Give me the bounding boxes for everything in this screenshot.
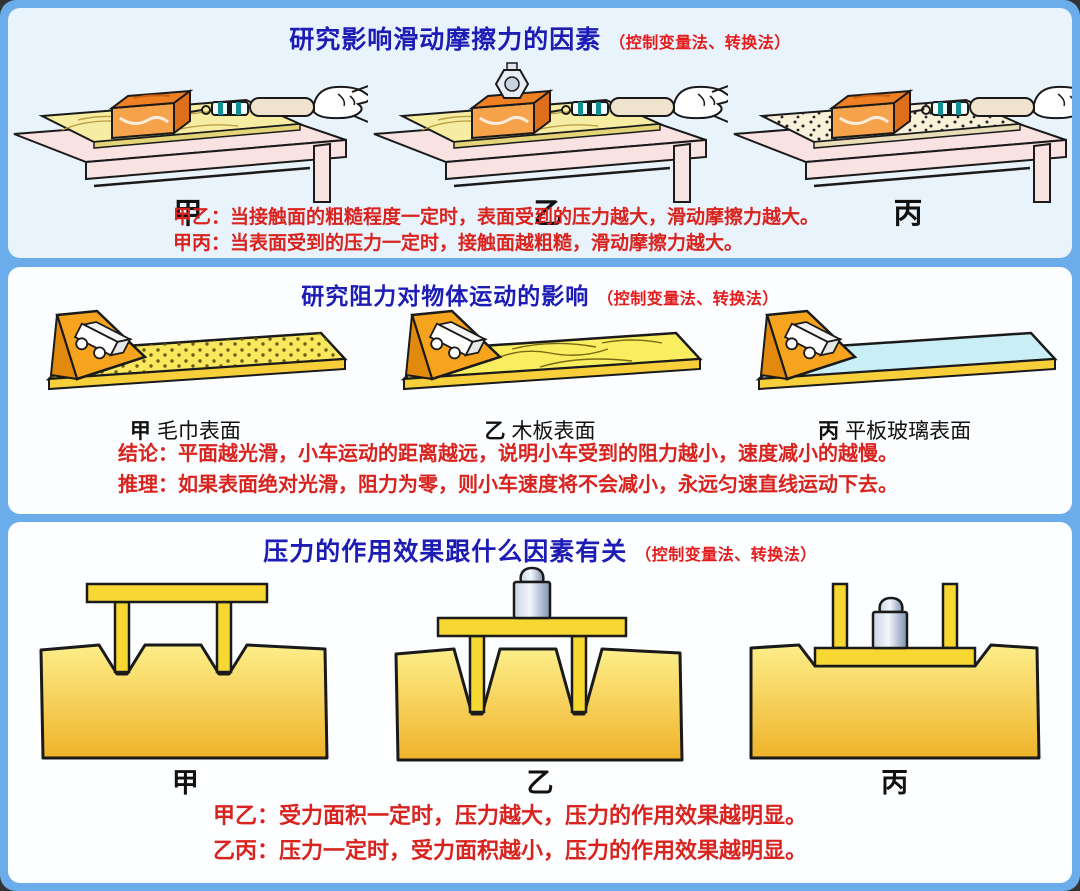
weight-icon xyxy=(512,566,552,620)
panel-inertia-title: 研究阻力对物体运动的影响 xyxy=(301,283,590,309)
friction-conclusion-line2: 甲丙：当表面受到的压力一定时，接触面越粗糙，滑动摩擦力越大。 xyxy=(173,233,744,254)
panel-inertia: 研究阻力对物体运动的影响 （控制变量法、转换法） xyxy=(8,267,1072,514)
inertia-bing-surface: 平板玻璃表面 xyxy=(845,419,972,443)
inertia-figures-row: 甲毛巾表面 xyxy=(8,303,1072,443)
foam-block xyxy=(749,643,1041,760)
friction-bing-illustration xyxy=(733,85,1072,203)
friction-bing-label: 丙 xyxy=(893,198,923,230)
pressure-yi-illustration xyxy=(394,566,684,762)
pressure-figure-jia: 甲 xyxy=(8,558,363,798)
inertia-jia-label: 甲毛巾表面 xyxy=(8,415,363,445)
inertia-yi-label: 乙木板表面 xyxy=(363,415,718,445)
inertia-bing-label: 丙平板玻璃表面 xyxy=(717,415,1072,445)
pressure-conclusion-line1: 甲乙：受力面积一定时，压力越大，压力的作用效果越明显。 xyxy=(213,803,808,828)
wood-block-icon xyxy=(108,89,194,140)
pressure-figures-row: 甲 乙 xyxy=(8,558,1072,798)
hand-icon xyxy=(1033,85,1072,120)
friction-yi-label: 乙 xyxy=(533,198,563,230)
spring-scale-icon xyxy=(549,97,675,117)
panel-inertia-title-row: 研究阻力对物体运动的影响 （控制变量法、转换法） xyxy=(8,277,1072,311)
small-table-icon xyxy=(86,582,269,674)
panel-friction-title: 研究影响滑动摩擦力的因素 xyxy=(289,26,602,54)
inertia-figure-bing: 丙平板玻璃表面 xyxy=(717,303,1072,443)
wood-block-icon xyxy=(828,89,914,140)
friction-jia-illustration xyxy=(13,85,368,203)
inertia-inference-line: 推理：如果表面绝对光滑，阻力为零，则小车速度将不会减小，永远匀速直线运动下去。 xyxy=(118,474,898,496)
cart-icon xyxy=(74,321,134,360)
track-deck-icon xyxy=(400,331,703,391)
hand-icon xyxy=(313,85,368,123)
pressure-conclusion-line2: 乙丙：压力一定时，受力面积越小，压力的作用效果越明显。 xyxy=(213,838,808,863)
friction-conclusions: 甲乙：当接触面的粗糙程度一定时，表面受到的压力越大，滑动摩擦力越大。 甲丙：当表… xyxy=(173,205,819,257)
wood-block-icon xyxy=(468,89,554,140)
pressure-bing-illustration xyxy=(749,582,1041,760)
pressure-jia-label: 甲 xyxy=(171,768,199,798)
panel-pressure-title: 压力的作用效果跟什么因素有关 xyxy=(263,538,628,566)
pressure-figure-bing: 丙 xyxy=(717,558,1072,798)
foam-block xyxy=(394,647,684,762)
pressure-yi-label: 乙 xyxy=(526,768,554,798)
friction-jia-label: 甲 xyxy=(173,198,203,230)
glass-track-illustration xyxy=(755,309,1058,391)
inertia-conclusion-line: 结论：平面越光滑，小车运动的距离越远，说明小车受到的阻力越小，速度减小的越慢。 xyxy=(118,443,898,465)
panel-friction: 研究影响滑动摩擦力的因素 （控制变量法、转换法） xyxy=(8,8,1072,258)
spring-scale-icon xyxy=(909,97,1035,117)
inertia-yi-surface: 木板表面 xyxy=(511,419,596,443)
friction-conclusion-line1: 甲乙：当接触面的粗糙程度一定时，表面受到的压力越大，滑动摩擦力越大。 xyxy=(173,207,820,228)
panel-friction-title-row: 研究影响滑动摩擦力的因素 （控制变量法、转换法） xyxy=(8,20,1072,56)
cart-icon xyxy=(783,321,843,360)
panel-friction-method-note: （控制变量法、转换法） xyxy=(609,35,791,52)
hex-nut-weight-icon xyxy=(494,62,530,99)
foam-block xyxy=(39,643,329,760)
panel-pressure-title-row: 压力的作用效果跟什么因素有关 （控制变量法、转换法） xyxy=(8,532,1072,568)
friction-figures-row: 甲 xyxy=(8,54,1072,230)
inertia-figure-yi: 乙木板表面 xyxy=(363,303,718,443)
friction-figure-yi: 乙 xyxy=(368,54,728,230)
inertia-jia-surface: 毛巾表面 xyxy=(156,419,241,443)
towel-track-illustration xyxy=(45,309,349,391)
friction-yi-illustration xyxy=(373,62,728,203)
pressure-jia-illustration xyxy=(39,582,329,760)
pressure-conclusions: 甲乙：受力面积一定时，压力越大，压力的作用效果越明显。 乙丙：压力一定时，受力面… xyxy=(213,798,807,868)
track-deck-icon xyxy=(755,331,1058,391)
inertia-yi-char: 乙 xyxy=(484,419,506,443)
inertia-figure-jia: 甲毛巾表面 xyxy=(8,303,363,443)
friction-figure-jia: 甲 xyxy=(8,54,368,230)
wood-track-illustration xyxy=(400,309,703,391)
inertia-jia-char: 甲 xyxy=(129,419,151,443)
panel-inertia-method-note: （控制变量法、转换法） xyxy=(597,291,779,308)
pressure-figure-yi: 乙 xyxy=(363,558,718,798)
friction-figure-bing: 丙 xyxy=(728,54,1072,230)
hand-icon xyxy=(673,85,728,123)
pressure-bing-label: 丙 xyxy=(881,768,909,798)
panel-pressure-method-note: （控制变量法、转换法） xyxy=(635,547,817,564)
inertia-bing-char: 丙 xyxy=(818,419,840,443)
cart-icon xyxy=(428,321,488,360)
panel-pressure: 压力的作用效果跟什么因素有关 （控制变量法、转换法） 甲 xyxy=(8,522,1072,883)
spring-scale-icon xyxy=(189,97,315,117)
inertia-conclusions: 结论：平面越光滑，小车运动的距离越远，说明小车受到的阻力越小，速度减小的越慢。 … xyxy=(118,439,898,501)
weight-icon xyxy=(871,596,908,650)
